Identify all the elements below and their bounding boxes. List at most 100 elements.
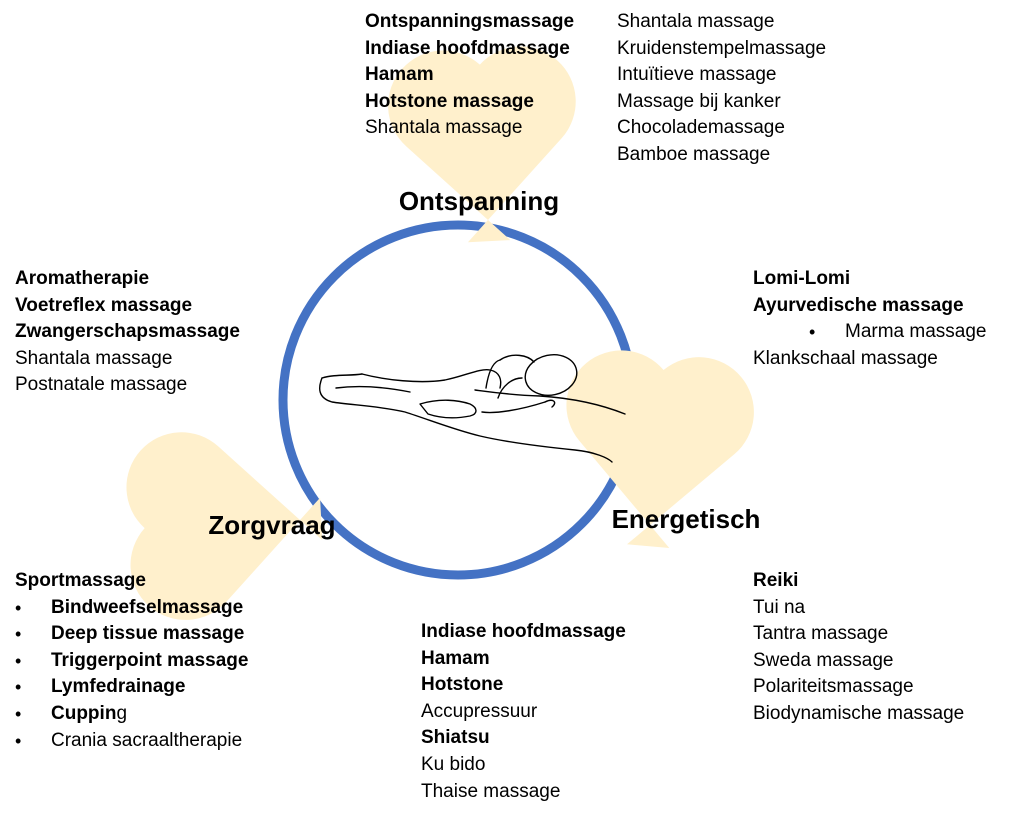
bullet-icon: • (15, 650, 22, 671)
list-item-text: Shantala massage (15, 347, 173, 369)
list-item-text: Biodynamische massage (753, 702, 965, 724)
list-item-text: Zwangerschapsmassage (15, 321, 240, 343)
bullet-icon: • (15, 730, 22, 751)
list-item: Ontspanningsmassage (365, 9, 574, 36)
list-item-text: Indiase hoofdmassage (421, 621, 626, 642)
list-item: Indiase hoofdmassage (421, 619, 626, 646)
list-item-text: Deep tissue massage (51, 623, 245, 645)
list-item-text: Shiatsu (421, 727, 490, 749)
list-item: Shiatsu (421, 725, 626, 752)
list-item-text: Massage bij kanker (617, 90, 781, 112)
list-item-text: Bamboe massage (617, 143, 771, 165)
list-item: Lomi-Lomi (753, 266, 987, 293)
list-item: Indiase hoofdmassage (365, 36, 574, 63)
list-item: • Deep tissue massage (15, 621, 248, 648)
list-item-text: Sportmassage (15, 570, 146, 591)
list-item: • Marma massage (753, 319, 987, 346)
list-item-text: Hotstone massage (365, 90, 534, 112)
list-item-text: Sweda massage (753, 649, 894, 671)
list-item-text: Intuïtieve massage (617, 64, 777, 86)
list-item-text: Hamam (421, 647, 490, 669)
list-item: Massage bij kanker (617, 89, 826, 116)
list-item-text: Ku bido (421, 753, 486, 775)
list-item-text: Marma massage (845, 321, 987, 343)
list-item-text: Hamam (365, 64, 434, 86)
list-item-text: Cuppin (51, 702, 117, 724)
bullet-icon: • (15, 624, 22, 645)
list-item: Voetreflex massage (15, 293, 240, 320)
list-item: Hamam (421, 646, 626, 673)
list-item: Aromatherapie (15, 266, 240, 293)
list-item: Biodynamische massage (753, 701, 964, 728)
list-item: Tantra massage (753, 621, 964, 648)
category-label-ontspanning: Ontspanning (399, 186, 559, 216)
list-item-text: Bindweefselmassage (51, 596, 244, 618)
list-item: Hamam (365, 62, 574, 89)
list-zorgvraag: Sportmassage•Bindweefselmassage•Deep tis… (15, 568, 248, 754)
list-item-text: Triggerpoint massage (51, 649, 249, 671)
list-item: •Bindweefselmassage (15, 595, 248, 622)
list-item: • Lymfedrainage (15, 674, 248, 701)
list-item-text: Postnatale massage (15, 374, 188, 396)
list-item-text: Ontspanningsmassage (365, 11, 575, 32)
list-item: Hotstone massage (365, 89, 574, 116)
list-item: Hotstone (421, 672, 626, 699)
list-item: Postnatale massage (15, 372, 240, 399)
list-item: Tui na (753, 595, 964, 622)
list-item: Sweda massage (753, 648, 964, 675)
list-item: Polariteitsmassage (753, 674, 964, 701)
list-item: Shantala massage (15, 346, 240, 373)
list-item-text: Crania sacraaltherapie (51, 729, 243, 751)
list-item: Zwangerschapsmassage (15, 319, 240, 346)
massage-person-on-hand-icon (319, 354, 626, 463)
category-label-energetisch: Energetisch (612, 504, 761, 534)
list-item-text: Chocolademassage (617, 117, 785, 139)
list-item-text: Klankschaal massage (753, 347, 938, 369)
list-item: Bamboe massage (617, 142, 826, 169)
list-item-text: Accupressuur (421, 700, 538, 722)
bullet-icon: • (15, 703, 22, 724)
category-label-zorgvraag: Zorgvraag (208, 510, 335, 540)
bullet-icon: • (809, 322, 816, 343)
list-item: Intuïtieve massage (617, 62, 826, 89)
list-item-text: Tui na (753, 596, 806, 618)
list-item-text: Aromatherapie (15, 268, 150, 289)
list-item: Thaise massage (421, 779, 626, 806)
list-item: Reiki (753, 568, 964, 595)
list-item-text: Voetreflex massage (15, 294, 193, 316)
list-item: Kruidenstempelmassage (617, 36, 826, 63)
heart-shape-zorgvraag (126, 432, 323, 620)
list-item-text: Indiase hoofdmassage (365, 37, 570, 59)
list-item-suffix: g (116, 702, 128, 724)
heart-shape-ontspanning (388, 46, 576, 243)
list-item: • Triggerpoint massage (15, 648, 248, 675)
list-item-text: Tantra massage (753, 623, 889, 645)
list-item-text: Hotstone (421, 674, 504, 696)
list-item-text: Lymfedrainage (51, 676, 186, 698)
list-item: Shantala massage (365, 115, 574, 142)
heart-shape-energetisch (566, 350, 754, 548)
list-item: • Crania sacraaltherapie (15, 728, 248, 755)
list-item-text: Reiki (753, 570, 799, 591)
list-item: • Cupping (15, 701, 248, 728)
list-item: Sportmassage (15, 568, 248, 595)
list-item-text: Polariteitsmassage (753, 676, 914, 698)
bullet-icon: • (15, 677, 22, 698)
list-item: Chocolademassage (617, 115, 826, 142)
list-item-text: Kruidenstempelmassage (617, 37, 827, 59)
list-item: Klankschaal massage (753, 346, 987, 373)
list-item: Ayurvedische massage (753, 293, 987, 320)
list-item-text: Ayurvedische massage (753, 294, 964, 316)
list-item-text: Shantala massage (365, 117, 523, 139)
list-item-text: Thaise massage (421, 780, 561, 802)
list-item-text: Shantala massage (617, 11, 775, 32)
list-item-text: Lomi-Lomi (753, 268, 851, 289)
list-item: Accupressuur (421, 699, 626, 726)
